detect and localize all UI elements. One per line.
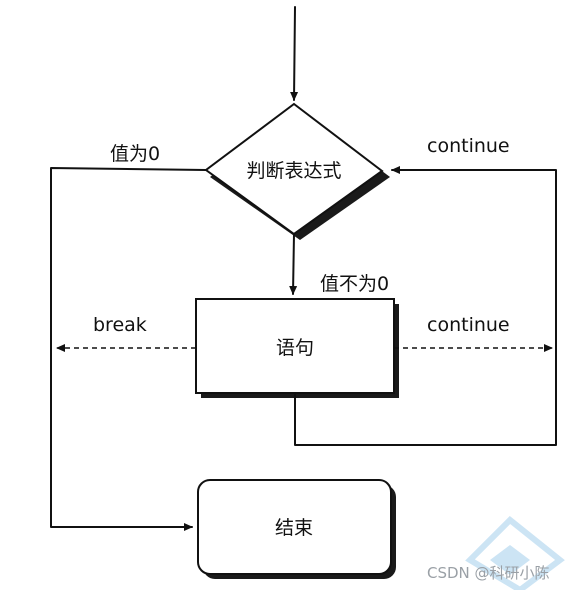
statement-label: 语句 [276, 337, 314, 359]
end-label: 结束 [275, 517, 313, 539]
zero-path [50, 167, 207, 531]
end-box [197, 479, 392, 575]
continue-top-label: continue [427, 135, 510, 157]
nonzero-arrow [289, 233, 298, 295]
zero-label: 值为0 [110, 143, 160, 165]
watermark-text: CSDN @科研小陈 [427, 564, 550, 582]
watermark-logo [465, 515, 565, 590]
break-label: break [93, 314, 147, 336]
condition-label: 判断表达式 [246, 160, 341, 182]
loop-back-path [294, 166, 557, 446]
continue-side-label: continue [427, 314, 510, 336]
entry-arrow [290, 6, 299, 101]
nonzero-label: 值不为0 [320, 273, 389, 295]
